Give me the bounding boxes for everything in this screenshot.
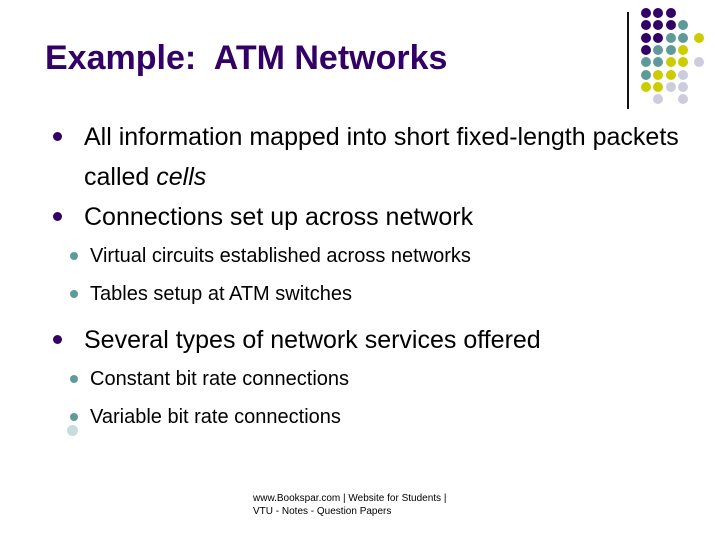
- decor-dot: [653, 94, 664, 105]
- sub-bullet-icon: [70, 252, 78, 260]
- decor-dot: [641, 44, 651, 55]
- decor-dot: [678, 81, 689, 92]
- decor-dot: [653, 8, 664, 18]
- sub-bullet-icon: [70, 375, 78, 383]
- decor-dot: [665, 81, 676, 92]
- bullet-item: Connections set up across network: [53, 197, 685, 237]
- slide-title: Example: ATM Networks: [45, 39, 448, 77]
- decor-dot: [641, 81, 651, 92]
- decor-dot: [641, 20, 651, 31]
- bullet-text: Tables setup at ATM switches: [90, 283, 352, 305]
- decor-dot: [665, 20, 676, 31]
- decor-dot: [678, 44, 689, 55]
- decor-dot: [678, 69, 689, 80]
- bullet-text: Connections set up across network: [84, 203, 474, 231]
- bullet-icon: [53, 335, 62, 344]
- sub-bullet-item: Variable bit rate connections: [53, 398, 685, 436]
- decor-dot: [678, 57, 689, 68]
- decor-dot: [665, 44, 676, 55]
- decor-dot: [665, 69, 676, 80]
- decor-dot: [694, 57, 704, 68]
- bullet-icon: [53, 212, 62, 221]
- decor-dot: [678, 20, 689, 31]
- bullet-text: Variable bit rate connections: [90, 406, 341, 428]
- footer-line-1: www.Bookspar.com | Website for Students …: [253, 493, 447, 504]
- decor-dot: [641, 32, 651, 43]
- footer-line-2: VTU - Notes - Question Papers: [253, 506, 392, 517]
- decor-dot: [653, 57, 664, 68]
- bullet-icon: [53, 132, 62, 141]
- decor-dot: [678, 32, 689, 43]
- decor-dot: [641, 69, 651, 80]
- bullet-item: Several types of network services offere…: [53, 320, 685, 360]
- sub-bullet-icon: [70, 413, 78, 421]
- decor-dot: [653, 20, 664, 31]
- decor-dot: [665, 57, 676, 68]
- decor-dot: [653, 44, 664, 55]
- slide-footer: www.Bookspar.com | Website for Students …: [253, 492, 446, 518]
- bullet-list: All information mapped into short fixed-…: [53, 117, 685, 436]
- bullet-item: All information mapped into short fixed-…: [53, 117, 685, 197]
- sub-bullet-item: Virtual circuits established across netw…: [53, 237, 685, 275]
- corner-separator-line: [627, 12, 629, 109]
- decor-dot: [653, 81, 664, 92]
- bullet-text: Several types of network services offere…: [84, 326, 541, 354]
- sub-bullet-icon: [70, 290, 78, 298]
- ghost-bullet-icon: [67, 425, 78, 436]
- decor-dot: [678, 94, 689, 105]
- decor-dot: [653, 69, 664, 80]
- decor-dot: [653, 32, 664, 43]
- decor-dot: [641, 57, 651, 68]
- bullet-text: Virtual circuits established across netw…: [90, 245, 471, 267]
- decor-dot: [641, 8, 651, 18]
- bullet-text: Constant bit rate connections: [90, 368, 350, 390]
- decor-dot: [665, 32, 676, 43]
- sub-bullet-item: Tables setup at ATM switches: [53, 275, 685, 313]
- bullet-text: All information mapped into short fixed-…: [84, 123, 679, 191]
- decor-dot: [665, 8, 676, 18]
- decor-dot: [694, 32, 704, 43]
- sub-bullet-item: Constant bit rate connections: [53, 360, 685, 398]
